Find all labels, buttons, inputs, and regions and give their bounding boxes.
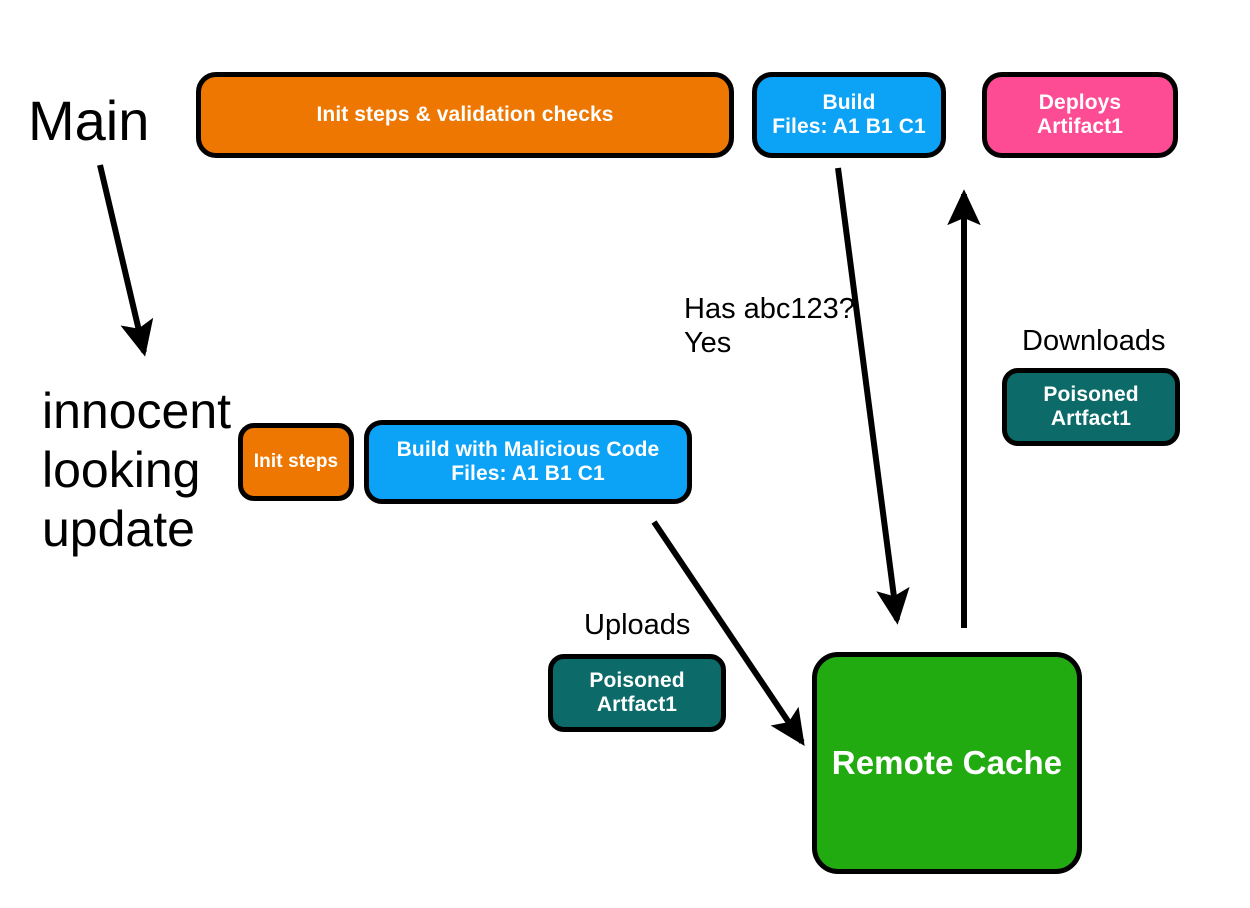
- node-init-validation-line1: Init steps & validation checks: [316, 103, 614, 127]
- node-init-steps-and-validation-checks[interactable]: Init steps & validation checks: [196, 72, 734, 158]
- node-poisoned-artifact-downloaded[interactable]: Poisoned Artfact1: [1002, 368, 1180, 446]
- node-poisoned-download-line2: Artfact1: [1050, 407, 1132, 430]
- label-downloads: Downloads: [1022, 325, 1166, 357]
- node-poisoned-download-line1: Poisoned: [1043, 383, 1139, 407]
- node-poisoned-upload-line1: Poisoned: [589, 669, 685, 693]
- node-init-steps-line1: Init steps: [253, 451, 339, 473]
- node-deploys-line2: Artifact1: [1036, 115, 1124, 138]
- node-remote-cache-line1: Remote Cache: [831, 743, 1063, 781]
- node-build-malicious-line1: Build with Malicious Code: [396, 438, 660, 462]
- arrow-main-to-branch: [97, 164, 154, 357]
- node-build-main[interactable]: Build Files: A1 B1 C1: [752, 72, 946, 158]
- node-poisoned-artifact-uploaded[interactable]: Poisoned Artfact1: [548, 654, 726, 732]
- node-remote-cache[interactable]: Remote Cache: [812, 652, 1082, 874]
- node-build-with-malicious-code[interactable]: Build with Malicious Code Files: A1 B1 C…: [364, 420, 692, 504]
- node-build-main-line2: Files: A1 B1 C1: [772, 115, 926, 138]
- node-build-main-line1: Build: [822, 91, 876, 115]
- lane-label-main: Main: [28, 89, 150, 152]
- node-init-steps[interactable]: Init steps: [238, 423, 354, 501]
- arrow-build-to-remote-cache: [835, 167, 910, 625]
- label-uploads: Uploads: [584, 609, 691, 641]
- node-deploys-line1: Deploys: [1038, 91, 1122, 115]
- node-build-malicious-line2: Files: A1 B1 C1: [451, 462, 605, 485]
- label-has-abc123: Has abc123? Yes: [684, 293, 855, 360]
- node-deploys-artifact1[interactable]: Deploys Artifact1: [982, 72, 1178, 158]
- lane-label-branch: innocent looking update: [42, 383, 232, 557]
- node-poisoned-upload-line2: Artfact1: [596, 693, 678, 716]
